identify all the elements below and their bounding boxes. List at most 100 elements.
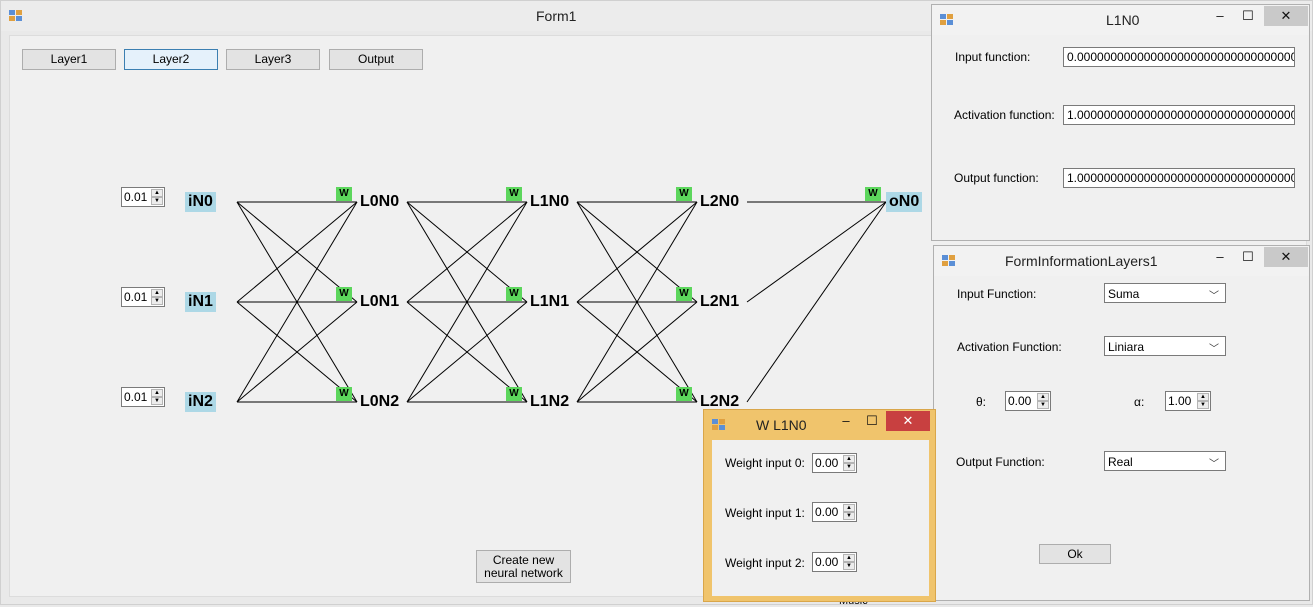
weight-input-1-spinner[interactable]: 0.00 ▲ ▼ bbox=[812, 502, 857, 522]
node-in0[interactable]: iN0 bbox=[185, 192, 216, 212]
l1n0-input-label: Input function: bbox=[955, 50, 1031, 64]
node-l0n0[interactable]: L0N0 bbox=[360, 193, 400, 210]
l1n0-input-field[interactable]: 0.000000000000000000000000000000000000 bbox=[1063, 47, 1295, 67]
spin-down-icon[interactable]: ▼ bbox=[843, 463, 855, 471]
spin-down-icon[interactable]: ▼ bbox=[151, 197, 163, 205]
weight-l2n2-button[interactable]: W bbox=[676, 387, 692, 401]
weight-l1n0-button[interactable]: W bbox=[506, 187, 522, 201]
weight-l2n0-button[interactable]: W bbox=[676, 187, 692, 201]
spin-down-icon[interactable]: ▼ bbox=[843, 562, 855, 570]
spin-up-icon[interactable]: ▲ bbox=[151, 389, 163, 397]
maximize-icon[interactable]: ☐ bbox=[1242, 249, 1254, 264]
l1n0-output-field[interactable]: 1.000000000000000000000000000000000000 bbox=[1063, 168, 1295, 188]
spin-up-icon[interactable]: ▲ bbox=[843, 455, 855, 463]
weights-dialog: W L1N0 – ☐ ✕ Weight input 0: 0.00 ▲ ▼ We… bbox=[703, 409, 936, 602]
form1-title: Form1 bbox=[536, 8, 577, 24]
input-0-spinner[interactable]: 0.01 ▲ ▼ bbox=[121, 187, 165, 207]
app-icon bbox=[712, 419, 725, 430]
node-l1n1[interactable]: L1N1 bbox=[530, 293, 570, 310]
weight-l0n0-button[interactable]: W bbox=[336, 187, 352, 201]
spin-down-icon[interactable]: ▼ bbox=[151, 397, 163, 405]
theta-spinner[interactable]: 0.00 ▲ ▼ bbox=[1005, 391, 1051, 411]
l1n0-titlebar[interactable]: L1N0 – ☐ ✕ bbox=[932, 5, 1309, 35]
edge-l1n2-l2n0 bbox=[576, 201, 698, 403]
maximize-icon[interactable]: ☐ bbox=[866, 413, 878, 428]
input-function-value: Suma bbox=[1108, 287, 1140, 301]
spin-up-icon[interactable]: ▲ bbox=[843, 554, 855, 562]
spin-down-icon[interactable]: ▼ bbox=[151, 297, 163, 305]
weight-input-2-spinner[interactable]: 0.00 ▲ ▼ bbox=[812, 552, 857, 572]
weight-input-2-value: 0.00 bbox=[815, 555, 839, 569]
node-l0n2[interactable]: L0N2 bbox=[360, 393, 400, 410]
l1n0-output-label: Output function: bbox=[954, 171, 1039, 185]
spin-up-icon[interactable]: ▲ bbox=[1037, 393, 1049, 401]
output-function-select[interactable]: Real ﹀ bbox=[1104, 451, 1226, 471]
node-l0n1[interactable]: L0N1 bbox=[360, 293, 400, 310]
spin-up-icon[interactable]: ▲ bbox=[151, 289, 163, 297]
weight-l0n2-button[interactable]: W bbox=[336, 387, 352, 401]
node-l1n2[interactable]: L1N2 bbox=[530, 393, 570, 410]
close-icon[interactable]: ✕ bbox=[1264, 247, 1308, 267]
edge-l0n2-l1n0 bbox=[406, 201, 528, 403]
spin-up-icon[interactable]: ▲ bbox=[843, 504, 855, 512]
spin-down-icon[interactable]: ▼ bbox=[1197, 401, 1209, 409]
spin-down-icon[interactable]: ▼ bbox=[843, 512, 855, 520]
info-output-label: Output Function: bbox=[956, 455, 1045, 469]
spin-up-icon[interactable]: ▲ bbox=[1197, 393, 1209, 401]
weight-l1n2-button[interactable]: W bbox=[506, 387, 522, 401]
minimize-icon[interactable]: – bbox=[1216, 249, 1224, 264]
close-icon[interactable]: ✕ bbox=[886, 411, 930, 431]
weight-input-1-label: Weight input 1: bbox=[725, 506, 805, 520]
input-2-spinner[interactable]: 0.01 ▲ ▼ bbox=[121, 387, 165, 407]
l1n0-activation-field[interactable]: 1.000000000000000000000000000000000000 bbox=[1063, 105, 1295, 125]
node-l2n2[interactable]: L2N2 bbox=[700, 393, 740, 410]
create-network-button[interactable]: Create new neural network bbox=[476, 550, 571, 583]
ok-button[interactable]: Ok bbox=[1039, 544, 1111, 564]
minimize-icon[interactable]: – bbox=[842, 413, 850, 428]
minimize-icon[interactable]: – bbox=[1216, 8, 1224, 23]
node-in1[interactable]: iN1 bbox=[185, 292, 216, 312]
edge-in2-l0n0 bbox=[236, 201, 358, 403]
node-on0[interactable]: oN0 bbox=[886, 192, 923, 212]
l1n0-activation-label: Activation function: bbox=[954, 108, 1055, 122]
info-activation-label: Activation Function: bbox=[957, 340, 1062, 354]
weights-title: W L1N0 bbox=[756, 417, 807, 433]
node-l2n0[interactable]: L2N0 bbox=[700, 193, 740, 210]
weight-l2n1-button[interactable]: W bbox=[676, 287, 692, 301]
weights-titlebar[interactable]: W L1N0 – ☐ ✕ bbox=[704, 410, 935, 440]
node-l2n1[interactable]: L2N1 bbox=[700, 293, 740, 310]
edge-in1-l0n0 bbox=[236, 201, 358, 303]
spin-down-icon[interactable]: ▼ bbox=[1037, 401, 1049, 409]
app-icon bbox=[942, 255, 955, 266]
layer2-button[interactable]: Layer2 bbox=[124, 49, 218, 70]
weight-on0-button[interactable]: W bbox=[865, 187, 881, 201]
layer1-button[interactable]: Layer1 bbox=[22, 49, 116, 70]
l1n0-title: L1N0 bbox=[1106, 12, 1140, 28]
activation-function-select[interactable]: Liniara ﹀ bbox=[1104, 336, 1226, 356]
edge-l2n2-on0 bbox=[746, 201, 887, 403]
alpha-value: 1.00 bbox=[1168, 394, 1192, 408]
weight-input-0-spinner[interactable]: 0.00 ▲ ▼ bbox=[812, 453, 857, 473]
layer3-button[interactable]: Layer3 bbox=[226, 49, 320, 70]
node-l1n0[interactable]: L1N0 bbox=[530, 193, 570, 210]
edge-l2n1-on0 bbox=[746, 201, 887, 303]
alpha-label: α: bbox=[1134, 395, 1145, 409]
ok-button-label: Ok bbox=[1067, 547, 1083, 561]
info-titlebar[interactable]: FormInformationLayers1 – ☐ ✕ bbox=[934, 246, 1309, 276]
maximize-icon[interactable]: ☐ bbox=[1242, 8, 1254, 23]
input-function-select[interactable]: Suma ﹀ bbox=[1104, 283, 1226, 303]
edge-l0n2-l1n1 bbox=[406, 301, 528, 403]
alpha-spinner[interactable]: 1.00 ▲ ▼ bbox=[1165, 391, 1211, 411]
spin-up-icon[interactable]: ▲ bbox=[151, 189, 163, 197]
weight-l1n1-button[interactable]: W bbox=[506, 287, 522, 301]
layer1-button-label: Layer1 bbox=[50, 52, 88, 66]
output-button[interactable]: Output bbox=[329, 49, 423, 70]
activation-function-value: Liniara bbox=[1108, 340, 1145, 354]
chevron-down-icon: ﹀ bbox=[1209, 459, 1219, 470]
close-icon[interactable]: ✕ bbox=[1264, 6, 1308, 26]
node-in2[interactable]: iN2 bbox=[185, 392, 216, 412]
weight-l0n1-button[interactable]: W bbox=[336, 287, 352, 301]
input-1-spinner[interactable]: 0.01 ▲ ▼ bbox=[121, 287, 165, 307]
weight-input-2-label: Weight input 2: bbox=[725, 556, 805, 570]
chevron-down-icon: ﹀ bbox=[1209, 291, 1219, 302]
